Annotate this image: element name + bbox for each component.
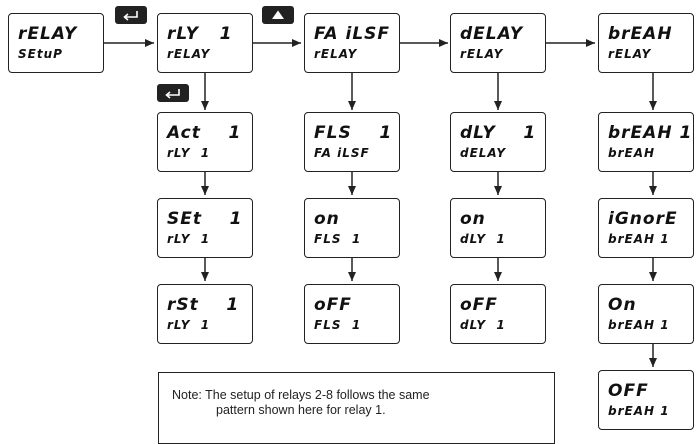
note-line-2: pattern shown here for relay 1. xyxy=(216,403,386,417)
box-relay-setup: rELAY SEtuP xyxy=(8,13,104,73)
display-line-1: rLY 1 xyxy=(167,24,233,44)
box-rst: rSt 1 rLY 1 xyxy=(157,284,253,344)
box-failsafe: FA iLSF rELAY xyxy=(304,13,400,73)
display-line-2: rLY 1 xyxy=(167,232,211,246)
enter-icon xyxy=(123,11,138,21)
display-line-2: FLS 1 xyxy=(314,232,362,246)
box-dly-on: on dLY 1 xyxy=(450,198,546,258)
display-line-1: SEt 1 xyxy=(167,209,243,229)
display-line-2: rELAY xyxy=(314,47,358,61)
enter-icon xyxy=(165,89,180,99)
display-line-2: dLY 1 xyxy=(460,232,506,246)
display-line-1: rSt 1 xyxy=(167,295,240,315)
display-line-2: rELAY xyxy=(460,47,504,61)
display-line-1: FLS 1 xyxy=(314,123,393,143)
box-act: Act 1 rLY 1 xyxy=(157,112,253,172)
display-line-2: FLS 1 xyxy=(314,318,362,332)
enter-button-lower[interactable] xyxy=(157,84,189,102)
box-dly: dLY 1 dELAY xyxy=(450,112,546,172)
box-dly-off: oFF dLY 1 xyxy=(450,284,546,344)
display-line-2: brEAH 1 xyxy=(608,318,670,332)
display-line-2: rLY 1 xyxy=(167,318,211,332)
note-box: Note: The setup of relays 2-8 follows th… xyxy=(158,372,555,444)
box-delay: dELAY rELAY xyxy=(450,13,546,73)
display-line-1: oFF xyxy=(314,295,352,315)
note-line-1: Note: The setup of relays 2-8 follows th… xyxy=(172,388,430,402)
display-line-2: brEAH xyxy=(608,146,656,160)
enter-button-top[interactable] xyxy=(115,6,147,24)
box-break1: brEAH 1 brEAH xyxy=(598,112,694,172)
box-set: SEt 1 rLY 1 xyxy=(157,198,253,258)
display-line-2: rLY 1 xyxy=(167,146,211,160)
up-arrow-icon xyxy=(272,10,284,19)
box-break: brEAH rELAY xyxy=(598,13,694,73)
display-line-1: rELAY xyxy=(18,24,78,44)
up-button[interactable] xyxy=(262,6,294,24)
box-break-on: On brEAH 1 xyxy=(598,284,694,344)
box-fls-off: oFF FLS 1 xyxy=(304,284,400,344)
box-break-off: OFF brEAH 1 xyxy=(598,370,694,430)
display-line-2: FA iLSF xyxy=(314,146,370,160)
connector-arrows xyxy=(104,39,657,367)
display-line-1: brEAH xyxy=(608,24,673,44)
display-line-1: dELAY xyxy=(460,24,524,44)
display-line-1: FA iLSF xyxy=(314,24,391,44)
display-line-2: brEAH 1 xyxy=(608,404,670,418)
display-line-2: rELAY xyxy=(608,47,652,61)
display-line-1: brEAH 1 xyxy=(608,123,693,143)
display-line-2: dELAY xyxy=(460,146,507,160)
display-line-1: on xyxy=(460,209,486,229)
display-line-2: brEAH 1 xyxy=(608,232,670,246)
display-line-1: Act 1 xyxy=(167,123,242,143)
display-line-1: dLY 1 xyxy=(460,123,537,143)
box-fls: FLS 1 FA iLSF xyxy=(304,112,400,172)
display-line-2: rELAY xyxy=(167,47,211,61)
display-line-1: on xyxy=(314,209,340,229)
display-line-1: OFF xyxy=(608,381,649,401)
box-fls-on: on FLS 1 xyxy=(304,198,400,258)
display-line-1: oFF xyxy=(460,295,498,315)
display-line-1: iGnorE xyxy=(608,209,678,229)
box-rly1: rLY 1 rELAY xyxy=(157,13,253,73)
display-line-2: SEtuP xyxy=(18,47,63,61)
display-line-2: dLY 1 xyxy=(460,318,506,332)
box-ignore: iGnorE brEAH 1 xyxy=(598,198,694,258)
display-line-1: On xyxy=(608,295,637,315)
